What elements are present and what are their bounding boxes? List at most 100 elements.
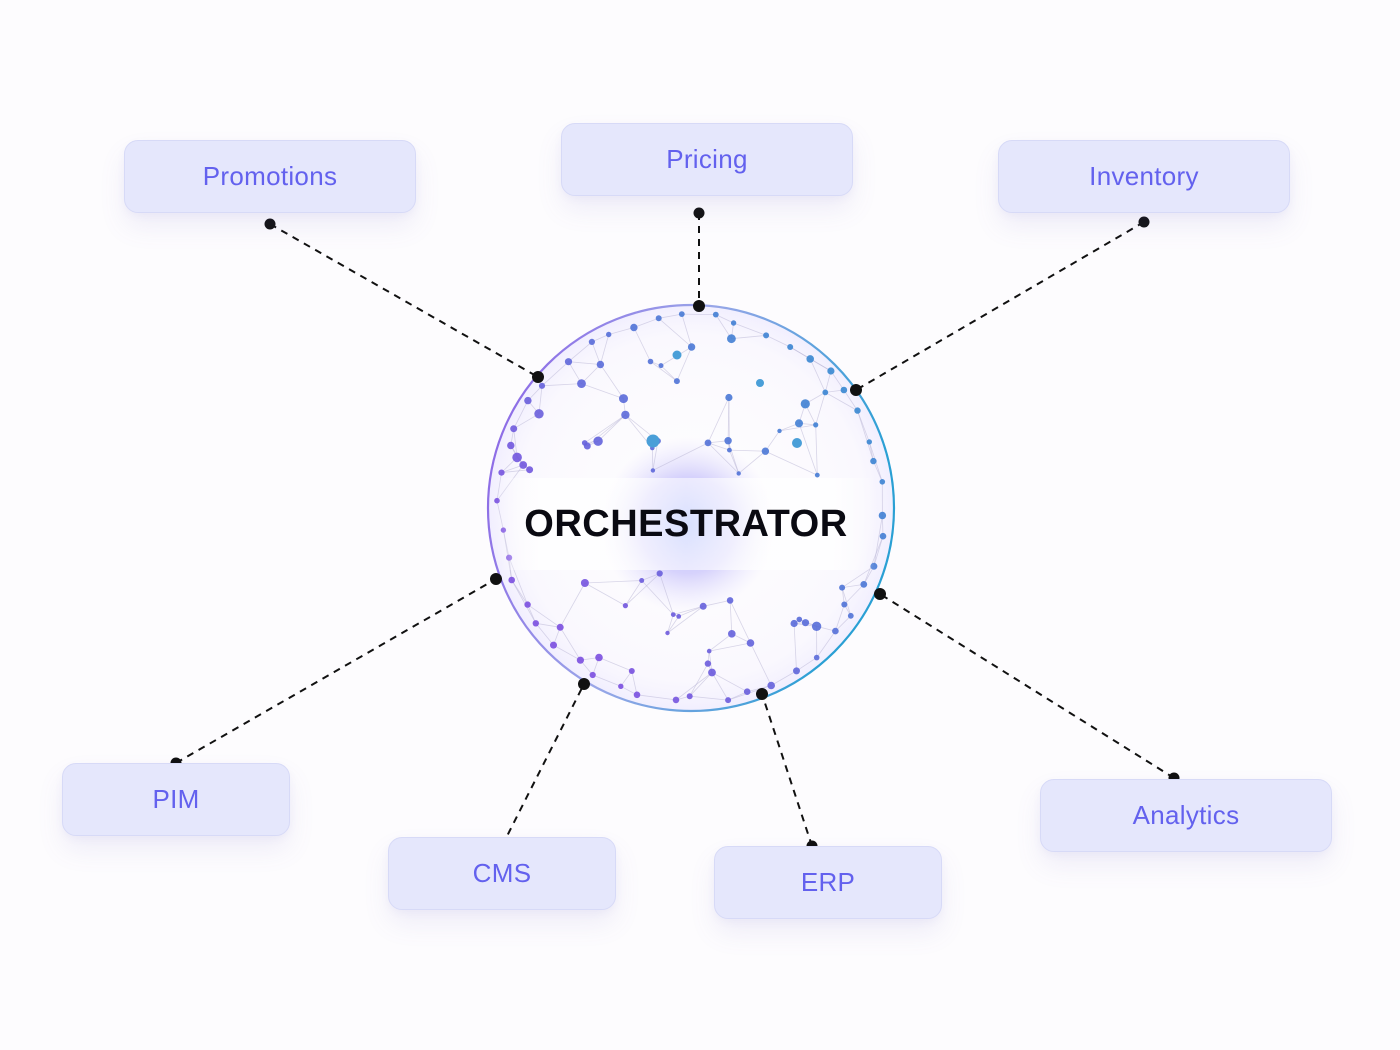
mesh-node-large [756,379,764,387]
inventory-connector [855,221,1145,391]
erp-connector [761,693,813,847]
mesh-node [498,469,505,476]
mesh-node [832,627,839,635]
erp-node: ERP [714,846,942,919]
mesh-node [538,382,546,389]
mesh-node [767,681,775,690]
cms-hub-endpoint [578,678,590,690]
mesh-node [813,422,819,428]
mesh-node [704,439,712,447]
mesh-link [597,414,626,442]
mesh-link [591,341,601,365]
mesh-link [513,413,540,430]
mesh-link [581,364,601,384]
mesh-link [711,672,729,701]
mesh-link [620,670,633,687]
mesh-link [581,383,624,399]
mesh-link [733,322,767,336]
mesh-link [658,317,692,348]
mesh-node [839,584,846,591]
mesh-link [771,670,797,686]
mesh-node [630,323,638,332]
mesh-link [689,695,729,701]
mesh-link [559,582,586,628]
mesh-link [501,469,530,473]
mesh-node [777,428,782,434]
mesh-link [715,314,734,324]
mesh-node [811,621,822,631]
mesh-node [519,461,528,469]
mesh-link [641,573,660,581]
analytics-label: Analytics [1132,800,1240,830]
mesh-link [809,358,832,372]
mesh-link [844,584,865,605]
mesh-link [625,573,660,606]
mesh-node [622,603,629,609]
cms-label: CMS [472,858,532,888]
inventory-node: Inventory [998,140,1290,213]
mesh-link [857,410,874,462]
mesh-link [841,587,852,616]
mesh-link [598,657,632,672]
mesh-node [676,614,682,619]
mesh-link [625,580,643,606]
mesh-link [835,604,845,632]
mesh-node [814,472,820,478]
mesh-link [667,616,680,634]
mesh-node [866,439,872,445]
mesh-link [715,314,732,339]
mesh-link [729,449,766,452]
mesh-node [655,315,662,322]
mesh-node [730,320,737,326]
mesh-node [633,691,641,699]
mesh-link [798,423,818,476]
promotions-connector [269,223,539,378]
mesh-link [667,614,674,634]
mesh-node [795,419,803,428]
mesh-node [507,441,515,450]
mesh-link [779,424,816,432]
mesh-node-large [792,438,802,448]
mesh-node [879,479,886,485]
mesh-link [673,605,704,615]
analytics-hub-endpoint [874,588,886,600]
mesh-link [676,346,692,382]
mesh-link [707,442,739,474]
mesh-link [689,663,709,697]
mesh-node [564,358,573,366]
mesh-link [511,579,537,624]
mesh-node [595,653,603,662]
mesh-node [639,578,645,583]
mesh-node [606,331,612,338]
mesh-link [835,615,852,632]
mesh-node [596,360,605,369]
pricing-hub-endpoint [693,300,705,312]
mesh-node [727,447,732,453]
mesh-link [703,600,731,607]
mesh-node [847,612,854,619]
mesh-node [665,630,670,636]
mesh-link [535,622,561,628]
mesh-node [796,616,803,623]
mesh-link [729,600,751,644]
mesh-link [541,383,582,387]
mesh-node [800,399,810,409]
mesh-link [608,327,635,335]
mesh-link [660,365,678,382]
pricing-node-endpoint [693,207,705,219]
erp-hub-endpoint [756,688,768,700]
mesh-link [678,605,704,617]
mesh-link [651,447,654,471]
mesh-link [815,392,826,426]
mesh-node [746,639,755,647]
mesh-node [699,602,707,610]
mesh-node [787,344,794,350]
mesh-link [667,605,704,634]
mesh-node [761,447,770,455]
analytics-connector [879,593,1175,779]
mesh-node [576,656,585,664]
mesh-node [870,457,877,465]
mesh-link [584,580,642,584]
promotions-label: Promotions [202,161,338,191]
mesh-link [513,428,518,458]
